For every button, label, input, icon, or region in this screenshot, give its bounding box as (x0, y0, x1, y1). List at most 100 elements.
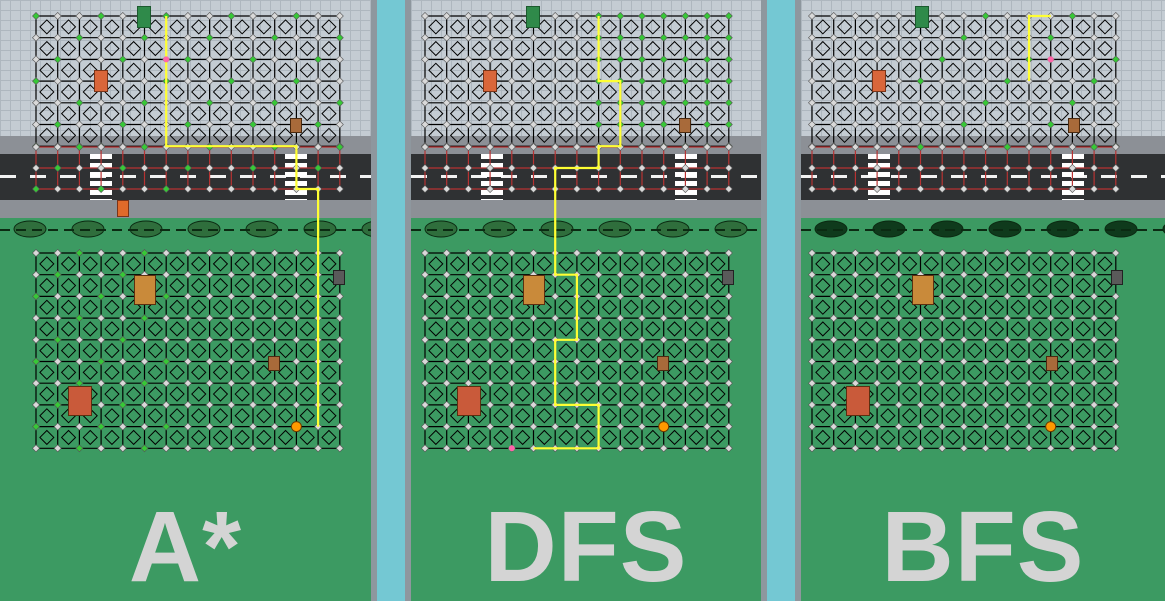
grid-cell (104, 127, 120, 144)
grid-node (314, 33, 323, 42)
grid-node (1046, 185, 1055, 193)
grid-node (227, 379, 236, 388)
grid-node (703, 422, 712, 431)
grid-node (1090, 143, 1099, 151)
grid-node (140, 120, 149, 129)
grid-node (938, 12, 947, 20)
grid-cell (1010, 408, 1026, 424)
grid-node (118, 249, 127, 257)
grid-node (118, 12, 127, 20)
grid-cell (645, 277, 661, 294)
grid-node (616, 422, 625, 431)
grid-cell (493, 62, 509, 78)
grid-node (335, 164, 344, 172)
grid-node (681, 33, 690, 42)
grid-node (894, 55, 903, 64)
grid-node (183, 164, 192, 172)
grid-cell (815, 256, 831, 272)
grid-node (1068, 143, 1077, 151)
grid-cell (666, 299, 683, 315)
grid-cell (256, 321, 272, 337)
grid-cell (945, 19, 961, 35)
grid-cell (923, 62, 940, 78)
grid-cell (901, 62, 918, 78)
grid-node (851, 357, 860, 366)
grid-node (421, 98, 429, 107)
grid-node (938, 55, 947, 64)
grid-node (808, 249, 816, 257)
grid-node (162, 335, 171, 344)
grid-cell (945, 299, 961, 315)
grid-cell (125, 321, 142, 337)
grid-cell (493, 256, 509, 272)
grid-cell (1097, 277, 1113, 294)
grid-node (75, 55, 84, 64)
grid-node (594, 185, 603, 193)
grid-node (981, 120, 990, 129)
grid-node (829, 422, 838, 431)
grid-cell (256, 386, 272, 402)
grid-node (659, 33, 668, 42)
grid-cell (299, 342, 315, 359)
grid-node (421, 249, 429, 257)
grid-node (1111, 379, 1120, 388)
grid-cell (493, 299, 509, 315)
grid-cell (60, 84, 77, 100)
grid-node (140, 33, 149, 42)
grid-node (507, 379, 516, 388)
algorithm-label: DFS (484, 491, 688, 601)
grid-cell (104, 386, 120, 402)
grid-node (32, 77, 40, 86)
grid-node (1046, 444, 1055, 453)
grid-cell (710, 342, 726, 359)
grid-node (97, 270, 106, 279)
grid-node (1046, 314, 1055, 323)
grid-node (464, 185, 473, 193)
grid-node (959, 120, 968, 129)
sidewalk-bottom (411, 200, 761, 218)
grid-cell (256, 342, 272, 359)
grid-cell (536, 408, 553, 424)
grid-cell (1010, 127, 1026, 144)
grid-node (1046, 143, 1055, 151)
grid-node (938, 98, 947, 107)
grid-node (32, 249, 40, 257)
grid-node (981, 270, 990, 279)
grid-cell (514, 62, 531, 78)
grid-node (75, 444, 84, 453)
grid-cell (988, 127, 1005, 144)
grid-node (292, 33, 301, 42)
grid-cell (493, 364, 509, 381)
grid-cell (39, 299, 55, 315)
grid-node (249, 292, 257, 301)
grid-cell (836, 127, 853, 144)
grid-node (1025, 422, 1033, 431)
grid-cell (645, 127, 661, 144)
grid-node (572, 77, 581, 86)
grid-cell (688, 321, 704, 337)
grid-cell (191, 408, 207, 424)
grid-cell (60, 342, 77, 359)
grid-cell (234, 84, 250, 100)
grid-node (638, 400, 646, 409)
grid-cell (493, 321, 509, 337)
grid-node (249, 185, 257, 193)
grid-cell (321, 386, 337, 402)
grid-cell (945, 386, 961, 402)
grid-node (118, 143, 127, 151)
grid-cell (1053, 299, 1070, 315)
grid-node (270, 335, 279, 344)
grid-node (808, 164, 816, 172)
grid-cell (536, 105, 553, 122)
grid-node (249, 55, 257, 64)
grass-area (0, 218, 371, 601)
grid-node (335, 98, 344, 107)
grid-node (292, 249, 301, 257)
grid-cell (558, 408, 574, 424)
road-center-line (0, 175, 371, 178)
grid-cell (858, 299, 874, 315)
grid-node (529, 185, 538, 193)
grid-node (464, 357, 473, 366)
grid-node (981, 379, 990, 388)
grid-node (1111, 314, 1120, 323)
